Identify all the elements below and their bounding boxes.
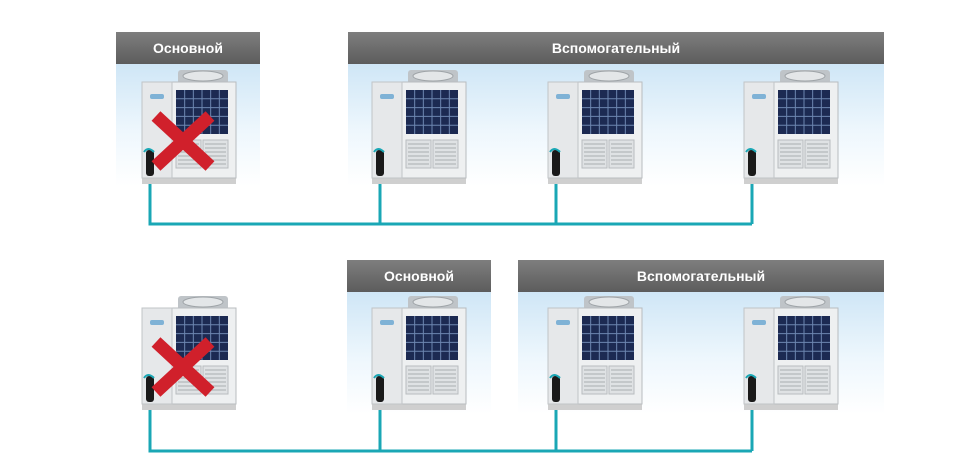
midea-logo-icon <box>556 94 570 99</box>
unit-fan <box>413 71 453 81</box>
midea-logo-icon <box>380 320 394 325</box>
midea-logo-icon <box>380 94 394 99</box>
midea-logo-icon <box>150 94 164 99</box>
unit-fan <box>413 297 453 307</box>
row1-unit-3-outdoor-ac-unit-icon <box>548 70 642 184</box>
unit-fan <box>785 297 825 307</box>
unit-fan <box>589 71 629 81</box>
unit-port <box>376 150 384 176</box>
midea-logo-icon <box>752 320 766 325</box>
unit-port <box>552 376 560 402</box>
row2-unit-1-outdoor-ac-unit-icon <box>142 296 236 410</box>
unit-port <box>376 376 384 402</box>
unit-coil-grid <box>778 90 830 134</box>
unit-fan <box>183 297 223 307</box>
unit-fan <box>785 71 825 81</box>
unit-port <box>748 376 756 402</box>
unit-coil-grid <box>582 316 634 360</box>
unit-port <box>146 150 154 176</box>
unit-coil-grid <box>406 316 458 360</box>
row2-unit-4-outdoor-ac-unit-icon <box>744 296 838 410</box>
midea-logo-icon <box>752 94 766 99</box>
unit-port <box>748 150 756 176</box>
unit-fan <box>589 297 629 307</box>
unit-port <box>552 150 560 176</box>
unit-coil-grid <box>582 90 634 134</box>
row2-unit-3-outdoor-ac-unit-icon <box>548 296 642 410</box>
unit-port <box>146 376 154 402</box>
unit-coil-grid <box>778 316 830 360</box>
midea-logo-icon <box>556 320 570 325</box>
row1-unit-2-outdoor-ac-unit-icon <box>372 70 466 184</box>
row1-unit-1-outdoor-ac-unit-icon <box>142 70 236 184</box>
unit-coil-grid <box>406 90 458 134</box>
row2-unit-2-outdoor-ac-unit-icon <box>372 296 466 410</box>
row1-unit-4-outdoor-ac-unit-icon <box>744 70 838 184</box>
unit-fan <box>183 71 223 81</box>
midea-logo-icon <box>150 320 164 325</box>
